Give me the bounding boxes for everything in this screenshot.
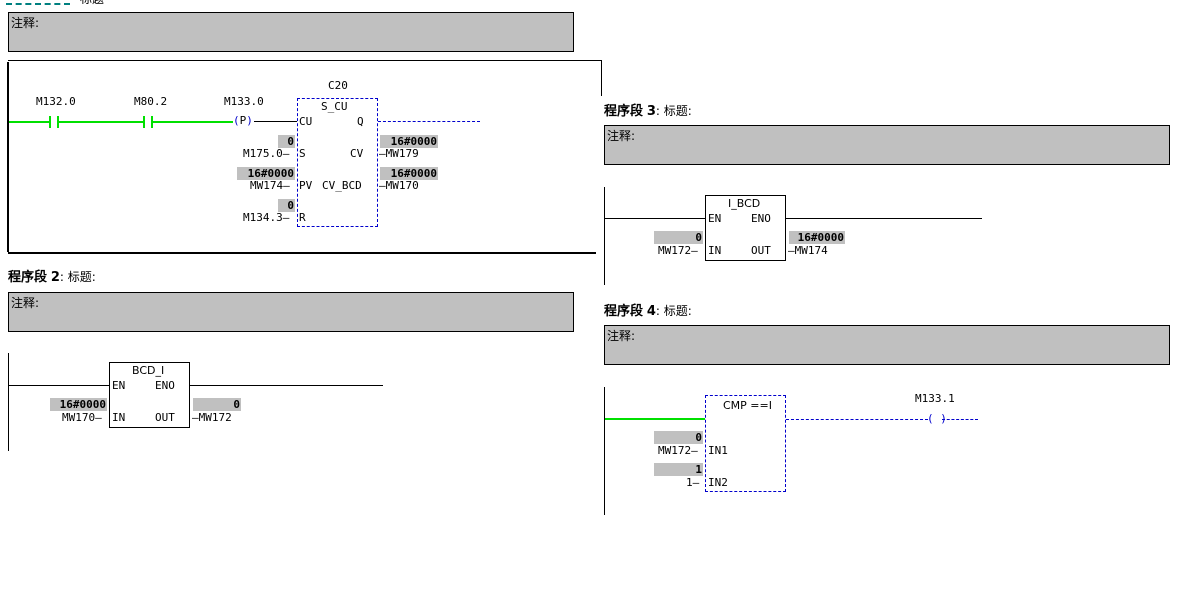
pin-en: EN <box>112 379 126 392</box>
operand-out[interactable]: –MW172 <box>192 411 232 424</box>
value-in: 0 <box>654 231 703 244</box>
operand-in[interactable]: MW170– <box>62 411 102 424</box>
edge-coil-p[interactable]: (P) <box>233 114 253 127</box>
block-type: CMP ==I <box>723 399 772 412</box>
operand-r[interactable]: M134.3– <box>243 211 290 224</box>
block-type: I_BCD <box>728 197 761 210</box>
comment-label: 注释: <box>11 296 40 310</box>
cmp-block[interactable] <box>705 395 786 492</box>
top-fragment-label: 标题 <box>80 0 104 7</box>
network4-title[interactable]: 程序段 4: 标题: <box>604 304 692 319</box>
network3-title[interactable]: 程序段 3: 标题: <box>604 104 692 119</box>
counter-block[interactable] <box>297 98 378 227</box>
pin-in2: IN2 <box>708 476 728 489</box>
value-in: 16#0000 <box>50 398 107 411</box>
pin-s: S <box>299 147 306 160</box>
counter-name: C20 <box>328 79 348 92</box>
pin-in: IN <box>112 411 126 424</box>
pin-eno: ENO <box>751 212 771 225</box>
operand-in[interactable]: MW172– <box>658 244 698 257</box>
operand-cv-bcd[interactable]: –MW170 <box>379 179 419 192</box>
value-cv-bcd: 16#0000 <box>380 167 438 180</box>
value-r: 0 <box>278 199 295 212</box>
counter-type: S_CU <box>321 100 348 113</box>
contact-address: M132.0 <box>36 95 76 108</box>
i-bcd-block[interactable] <box>705 195 786 261</box>
contact-address: M80.2 <box>134 95 168 108</box>
value-in1: 0 <box>654 431 703 444</box>
network4-comment[interactable]: 注释: <box>604 325 1170 365</box>
bcd-i-block[interactable] <box>109 362 190 428</box>
operand-cv[interactable]: –MW179 <box>379 147 419 160</box>
pin-pv: PV <box>299 179 313 192</box>
value-pv: 16#0000 <box>237 167 295 180</box>
pin-eno: ENO <box>155 379 175 392</box>
network2-title[interactable]: 程序段 2: 标题: <box>8 270 96 285</box>
pin-cu: CU <box>299 115 313 128</box>
block-type: BCD_I <box>132 364 165 377</box>
pin-in: IN <box>708 244 722 257</box>
pin-out: OUT <box>155 411 175 424</box>
network1-comment[interactable]: 注释: <box>8 12 574 52</box>
edge-coil-address: M133.0 <box>224 95 264 108</box>
pin-q: Q <box>357 115 364 128</box>
network2-comment[interactable]: 注释: <box>8 292 574 332</box>
operand-out[interactable]: –MW174 <box>788 244 828 257</box>
contact-m80-2[interactable] <box>143 116 153 128</box>
pin-out: OUT <box>751 244 771 257</box>
pin-cv-bcd: CV_BCD <box>322 179 362 192</box>
comment-label: 注释: <box>607 329 636 343</box>
pin-in1: IN1 <box>708 444 728 457</box>
operand-in2[interactable]: 1– <box>686 476 700 489</box>
comment-label: 注释: <box>607 129 636 143</box>
network3-comment[interactable]: 注释: <box>604 125 1170 165</box>
value-out: 0 <box>193 398 241 411</box>
operand-s[interactable]: M175.0– <box>243 147 290 160</box>
value-out: 16#0000 <box>789 231 845 244</box>
pin-cv: CV <box>350 147 364 160</box>
contact-m132-0[interactable] <box>49 116 59 128</box>
pin-r: R <box>299 211 306 224</box>
comment-label: 注释: <box>11 16 40 30</box>
operand-in1[interactable]: MW172– <box>658 444 698 457</box>
coil-address: M133.1 <box>915 392 955 405</box>
value-s: 0 <box>278 135 295 148</box>
value-cv: 16#0000 <box>380 135 438 148</box>
pin-en: EN <box>708 212 722 225</box>
operand-pv[interactable]: MW174– <box>250 179 290 192</box>
value-in2: 1 <box>654 463 703 476</box>
top-fragment-underline <box>6 0 70 5</box>
coil-m133-1[interactable]: ( ) <box>927 412 947 425</box>
